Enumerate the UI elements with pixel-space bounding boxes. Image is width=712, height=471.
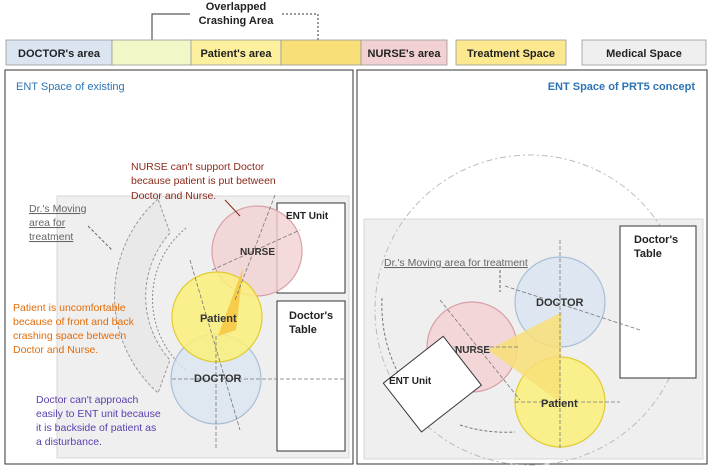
legend-doctor-swatch (5, 39, 113, 66)
left-patient-note-line3: crashing space between (13, 330, 126, 342)
legend-treatment-swatch (455, 39, 567, 66)
right-doctors-table-label-line1: Doctor's (634, 234, 678, 246)
left-doctor-note-line1: Doctor can't approach (36, 394, 139, 406)
right-ent-unit-box (382, 335, 483, 433)
left-doctor-note-line4: a disturbance. (36, 436, 102, 448)
right-moving-arc-left (381, 297, 421, 406)
left-guide-line (189, 259, 241, 431)
right-nurse-label: NURSE (455, 345, 490, 356)
left-guide-line (234, 194, 276, 301)
overlap-title-line2: Crashing Area (199, 15, 275, 27)
right-ent-unit (382, 335, 483, 433)
left-doctor-note-line2: easily to ENT unit because (36, 408, 161, 420)
legend-nurse-label: NURSE's area (368, 48, 442, 60)
legend-medical-label: Medical Space (606, 48, 682, 60)
left-moving-label-line2: area for (29, 217, 66, 229)
left-ent-unit-label: ENT Unit (286, 211, 329, 222)
legend-patient-label: Patient's area (200, 48, 272, 60)
left-guide-line (211, 229, 301, 271)
left-doctor-note-line3: it is backside of patient as (36, 422, 156, 434)
left-panel: ENT Space of existing ENT Unit Doctor's … (4, 69, 354, 465)
right-panel-title: ENT Space of PRT5 concept (548, 81, 696, 93)
right-doctors-table-box (619, 225, 697, 379)
left-nurse-note-line1: NURSE can't support Doctor (131, 161, 265, 173)
left-doctors-table-box (276, 300, 346, 452)
right-panel: ENT Space of PRT5 concept Dr.'s Moving a… (356, 69, 708, 466)
left-patient-note-line1: Patient is uncomfortable (13, 302, 126, 314)
left-nurse-note-arrow (224, 199, 241, 217)
left-doctors-table-label-line2: Table (289, 324, 317, 336)
overlap-bracket-right (282, 13, 319, 40)
left-moving-inner-arc (152, 227, 187, 371)
legend: Overlapped Crashing Area DOCTOR's area P… (5, 1, 707, 66)
left-patient-note-line4: Doctor and Nurse. (13, 344, 98, 356)
legend-overlap-doctor-swatch (111, 39, 193, 66)
left-treatment-wedge (218, 268, 243, 336)
left-panel-title: ENT Space of existing (16, 81, 125, 93)
left-moving-arrow (87, 225, 113, 251)
legend-doctor-label: DOCTOR's area (18, 48, 101, 60)
overlap-bracket-left (151, 13, 190, 40)
overlap-title-line1: Overlapped (206, 1, 267, 13)
right-guide-line (439, 299, 521, 401)
legend-treatment-label: Treatment Space (467, 48, 555, 60)
legend-medical-swatch (581, 39, 707, 66)
left-doctor-label: DOCTOR (194, 373, 242, 385)
left-nurse-label: NURSE (240, 247, 275, 258)
legend-nurse-swatch (360, 39, 448, 66)
left-patient-note-line2: because of front and back (13, 316, 135, 328)
left-moving-label-line3: treatment (29, 231, 73, 243)
right-doctor-label: DOCTOR (536, 297, 584, 309)
right-doctors-table-label-line2: Table (634, 248, 662, 260)
right-ent-unit-label: ENT Unit (389, 376, 432, 387)
left-doctors-table-label-line1: Doctor's (289, 310, 333, 322)
left-moving-area-arc (114, 198, 171, 394)
right-treatment-wedge (488, 312, 562, 402)
right-moving-arc-bottom (459, 424, 516, 433)
legend-overlap-nurse-swatch (280, 39, 362, 66)
left-patient-label: Patient (200, 313, 237, 325)
left-nurse-note-line2: because patient is put between (131, 175, 276, 187)
right-patient-label: Patient (541, 398, 578, 410)
legend-patient-swatch (190, 39, 282, 66)
right-moving-label: Dr.'s Moving area for treatment (384, 257, 528, 269)
left-moving-label-line1: Dr.'s Moving (29, 203, 87, 215)
left-nurse-note-line3: Doctor and Nurse. (131, 190, 216, 202)
